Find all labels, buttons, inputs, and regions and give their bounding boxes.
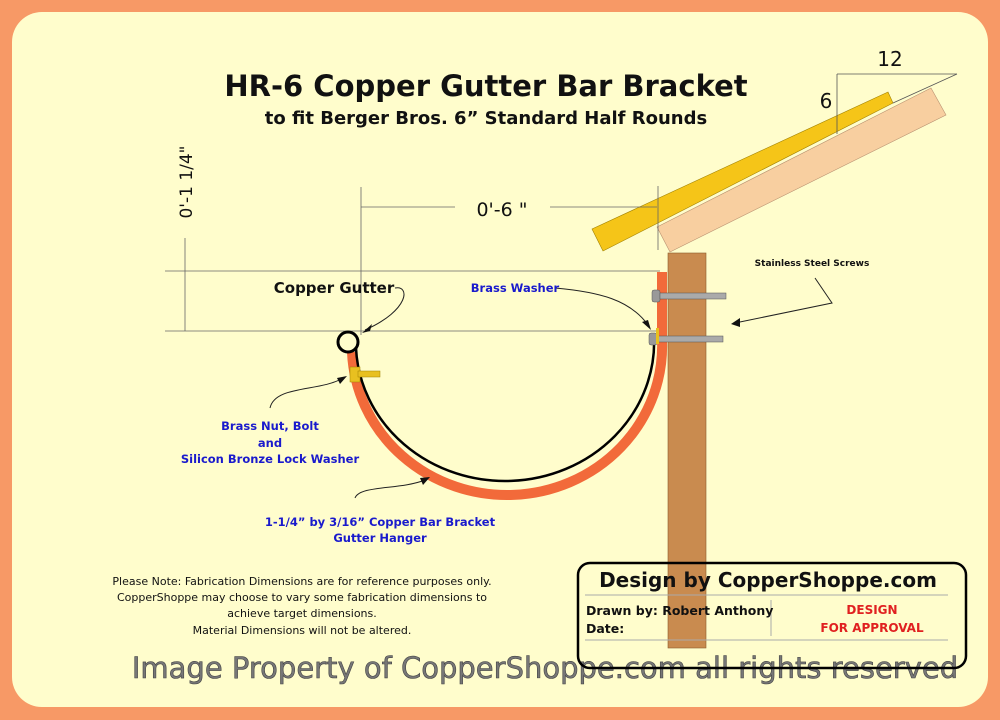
status-design: DESIGN	[846, 603, 897, 617]
label-nut-bolt-1: Brass Nut, Bolt	[221, 419, 319, 433]
copper-bar-bracket	[347, 272, 668, 500]
brass-washer-mark	[656, 328, 659, 344]
title-block-heading: Design by CopperShoppe.com	[599, 568, 937, 592]
fabrication-note: Please Note: Fabrication Dimensions are …	[112, 575, 491, 637]
note-line: achieve target dimensions.	[227, 607, 377, 620]
arrowheads	[337, 318, 740, 485]
width-dimension: 0'-6 "	[476, 199, 527, 221]
label-nut-bolt-3: Silicon Bronze Lock Washer	[181, 452, 360, 466]
drawn-by: Drawn by: Robert Anthony	[586, 603, 773, 618]
copper-gutter	[354, 335, 656, 483]
title-block: Design by CopperShoppe.com Drawn by: Rob…	[576, 561, 968, 670]
dimension-lines	[165, 186, 660, 335]
status-for-approval: FOR APPROVAL	[820, 621, 924, 635]
label-stainless-screws: Stainless Steel Screws	[755, 259, 870, 269]
pitch-rise: 6	[820, 89, 833, 113]
note-line: CopperShoppe may choose to vary some fab…	[117, 591, 487, 604]
label-bracket-1: 1-1/4” by 3/16” Copper Bar Bracket	[265, 515, 496, 529]
leader-lines	[269, 277, 833, 499]
label-brass-washer: Brass Washer	[471, 281, 560, 295]
height-dimension: 0'-1 1/4"	[177, 145, 197, 218]
date-label: Date:	[586, 621, 624, 636]
wood-fascia-post	[667, 252, 707, 649]
stainless-screws	[648, 289, 727, 346]
note-line: Please Note: Fabrication Dimensions are …	[112, 575, 491, 588]
fascia-board	[656, 87, 947, 253]
label-bracket-2: Gutter Hanger	[333, 531, 427, 545]
label-copper-gutter: Copper Gutter	[274, 279, 395, 297]
gutter-bead	[336, 330, 360, 354]
page-title: HR-6 Copper Gutter Bar Bracket	[224, 69, 747, 103]
pitch-indicator	[836, 73, 958, 134]
pitch-run: 12	[877, 47, 902, 71]
note-line: Material Dimensions will not be altered.	[193, 624, 412, 637]
label-nut-bolt-2: and	[258, 436, 282, 450]
page-subtitle: to fit Berger Bros. 6” Standard Half Rou…	[265, 108, 707, 129]
brass-nut-bolt	[349, 366, 381, 383]
